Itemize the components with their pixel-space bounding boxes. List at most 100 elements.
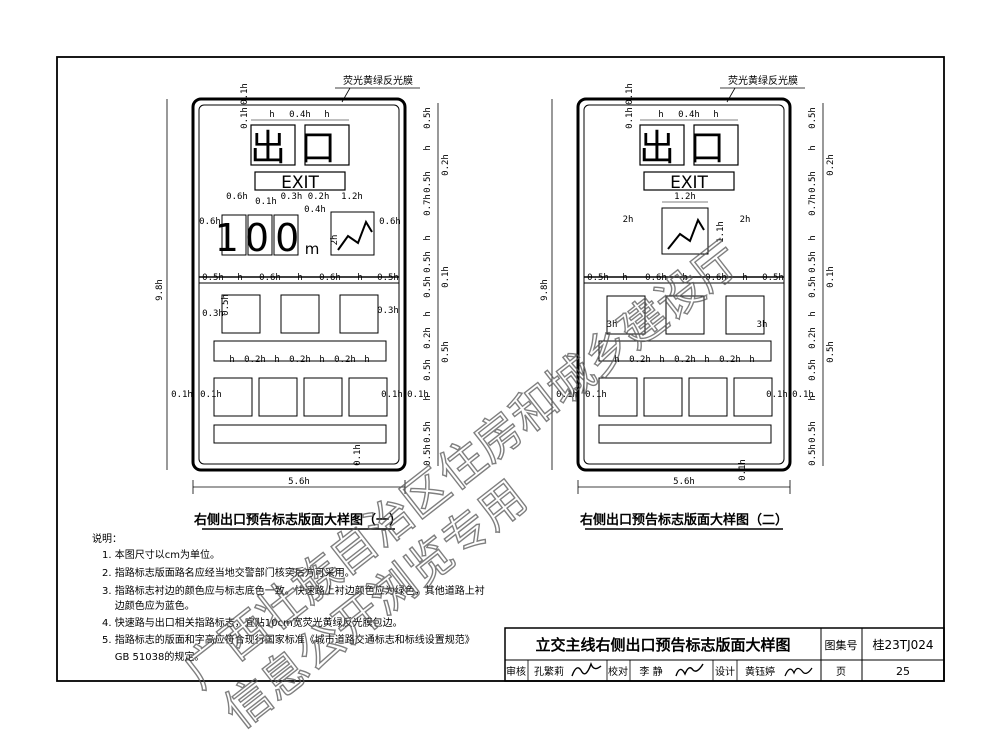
svg-text:0.4h: 0.4h — [289, 110, 311, 120]
svg-text:0.5h: 0.5h — [377, 273, 399, 283]
route-box-3 — [339, 294, 379, 334]
svg-text:0.5h: 0.5h — [808, 171, 818, 193]
svg-text:h: h — [704, 355, 709, 365]
svg-text:0.1h: 0.1h — [407, 390, 429, 400]
svg-text:h: h — [324, 110, 329, 120]
svg-text:0.7h: 0.7h — [423, 194, 433, 216]
svg-text:2h: 2h — [330, 235, 340, 246]
checker: 李 静 — [639, 665, 662, 678]
svg-text:h: h — [423, 235, 433, 240]
note-2: 2. 指路标志版面路名应经当地交警部门核实后方可采用。 — [102, 566, 355, 579]
svg-text:h: h — [274, 355, 279, 365]
svg-text:0.6h: 0.6h — [259, 273, 281, 283]
svg-text:0.1h: 0.1h — [625, 107, 635, 129]
note-1: 1. 本图尺寸以cm为单位。 — [102, 548, 220, 561]
height-dim: 9.8h — [540, 279, 550, 301]
route-box-3 — [725, 295, 765, 335]
svg-text:0.5h: 0.5h — [808, 276, 818, 298]
exit-arrow-icon — [337, 219, 373, 251]
svg-text:0.5h: 0.5h — [808, 107, 818, 129]
svg-text:h: h — [269, 110, 274, 120]
svg-text:0.5h: 0.5h — [423, 421, 433, 443]
svg-text:0.5h: 0.5h — [587, 273, 609, 283]
svg-text:0.2h: 0.2h — [826, 154, 836, 176]
exit-cn-box-2 — [693, 124, 739, 166]
width-dim: 5.6h — [673, 477, 695, 487]
exit-cn-text: 出口 — [250, 128, 350, 169]
route-box-2 — [280, 294, 320, 334]
exit-arrow-icon — [667, 217, 705, 250]
svg-text:0.1h: 0.1h — [381, 390, 403, 400]
sign-1-border — [191, 97, 407, 472]
caption-1: 右侧出口预告标志版面大样图（一） — [193, 512, 402, 528]
svg-text:0.1h: 0.1h — [240, 107, 250, 129]
digit-box-3 — [273, 214, 299, 256]
atlas-label: 图集号 — [825, 638, 858, 652]
svg-text:0.5h: 0.5h — [423, 107, 433, 129]
svg-text:h: h — [622, 273, 627, 283]
svg-text:0.5h: 0.5h — [423, 251, 433, 273]
svg-text:0.1h: 0.1h — [766, 390, 788, 400]
svg-text:0.5h: 0.5h — [808, 444, 818, 466]
road-name-bar-1 — [213, 340, 387, 362]
note-5b: GB 51038的规定。 — [102, 650, 204, 663]
svg-text:0.5h: 0.5h — [423, 444, 433, 466]
svg-text:0.3h: 0.3h — [202, 309, 224, 319]
svg-text:0.5h: 0.5h — [762, 273, 784, 283]
notes-heading: 说明： — [92, 532, 122, 545]
svg-text:0.5h: 0.5h — [808, 251, 818, 273]
review-label: 审核 — [506, 665, 526, 678]
svg-text:0.5h: 0.5h — [423, 359, 433, 381]
svg-text:h: h — [423, 311, 433, 316]
exit-cn-box-1 — [639, 124, 685, 166]
notes: 说明： 1. 本图尺寸以cm为单位。 2. 指路标志版面路名应经当地交警部门核实… — [92, 532, 485, 663]
route-box-6 — [303, 377, 343, 417]
svg-text:0.2h: 0.2h — [674, 355, 696, 365]
exit-en-box — [643, 171, 735, 191]
exit-en-box — [254, 171, 346, 191]
svg-text:h: h — [423, 145, 433, 150]
svg-text:0.2h: 0.2h — [808, 327, 818, 349]
page-label: 页 — [836, 666, 846, 678]
exit-cn-text: 出口 — [639, 128, 739, 169]
checker-signature-icon — [675, 663, 704, 677]
svg-text:0.1h: 0.1h — [255, 197, 277, 207]
svg-text:0.6h: 0.6h — [319, 273, 341, 283]
distance-text: 100 — [215, 216, 306, 260]
svg-text:0.1h: 0.1h — [625, 83, 635, 105]
svg-text:h: h — [229, 355, 234, 365]
designer: 黄钰婷 — [745, 665, 775, 678]
svg-text:0.6h: 0.6h — [645, 273, 667, 283]
sign-2: 出口 EXIT 荧光黄绿反光膜 9.8h 5.6h 0.5h h 0.2h 0.… — [540, 74, 836, 494]
route-box-2 — [665, 295, 705, 335]
svg-text:0.1h: 0.1h — [792, 390, 814, 400]
svg-text:0.2h: 0.2h — [289, 355, 311, 365]
svg-text:0.2h: 0.2h — [423, 327, 433, 349]
sign-1-inner-border — [198, 104, 400, 465]
note-4: 4. 快速路与出口相关指路标志，宜贴10cm宽荧光黄绿反光膜包边。 — [102, 616, 403, 629]
route-box-1 — [606, 295, 646, 335]
sign-1: 出口 EXIT 100 m 荧光黄绿反光膜 9.8h 5.6h — [155, 74, 451, 494]
svg-text:0.5h: 0.5h — [808, 359, 818, 381]
page-no: 25 — [896, 665, 910, 678]
svg-text:0.5h: 0.5h — [202, 273, 224, 283]
svg-text:2h: 2h — [740, 215, 751, 225]
svg-text:1.1h: 1.1h — [716, 221, 726, 243]
height-dim: 9.8h — [155, 279, 165, 301]
svg-text:0.2h: 0.2h — [334, 355, 356, 365]
svg-text:0.6h: 0.6h — [379, 217, 401, 227]
svg-text:h: h — [682, 273, 687, 283]
digit-box-1 — [221, 214, 247, 256]
film-label: 荧光黄绿反光膜 — [728, 74, 798, 87]
svg-text:0.4h: 0.4h — [678, 110, 700, 120]
svg-text:h: h — [658, 110, 663, 120]
svg-text:0.7h: 0.7h — [808, 194, 818, 216]
svg-text:0.1h: 0.1h — [826, 266, 836, 288]
svg-text:h: h — [614, 355, 619, 365]
svg-text:0.1h: 0.1h — [353, 444, 363, 466]
designer-signature-icon — [784, 667, 813, 677]
check-label: 校对 — [608, 665, 628, 678]
svg-text:h: h — [808, 235, 818, 240]
note-3: 3. 指路标志衬边的颜色应与标志底色一致。快速路上衬边颜色应为绿色，其他道路上衬 — [102, 584, 485, 597]
